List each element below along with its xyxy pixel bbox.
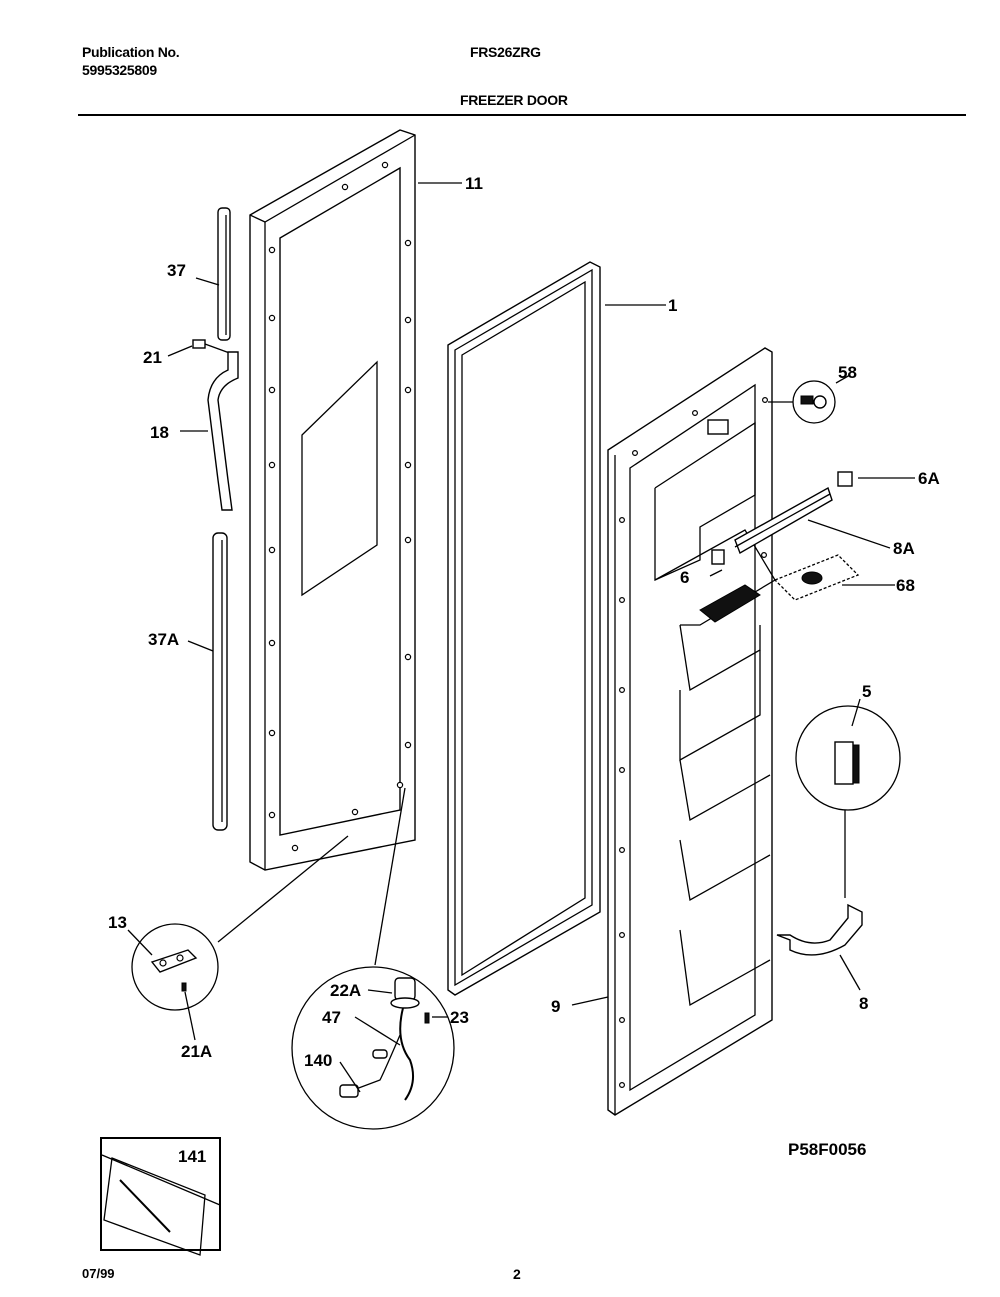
clip-6 (711, 549, 725, 565)
inner-door-liner (607, 347, 776, 1116)
hinge-detail-13 (131, 923, 219, 1011)
wiring-detail (291, 966, 455, 1130)
callout-1: 1 (668, 296, 677, 315)
callout-leaders (127, 182, 915, 1093)
callout-140: 140 (304, 1051, 332, 1070)
leader-wiring-detail (374, 787, 406, 966)
dispenser-part-68 (773, 554, 860, 601)
callout-18: 18 (150, 423, 169, 442)
callout-6: 6 (680, 568, 689, 587)
callout-11: 11 (465, 174, 483, 193)
callout-21: 21 (143, 348, 162, 367)
clip-6a (837, 471, 853, 487)
figure-code: P58F0056 (788, 1140, 867, 1159)
part-141-inset (100, 1137, 221, 1256)
callout-37: 37 (167, 261, 186, 280)
leader-13-detail (217, 835, 349, 943)
callout-8a: 8A (893, 539, 915, 558)
callout-22a: 22A (330, 981, 361, 1000)
header-rule (78, 114, 966, 116)
handle-rail-8a (734, 486, 833, 555)
page-number: 2 (513, 1266, 521, 1282)
bin-bar-8 (776, 903, 863, 956)
footer-date: 07/99 (82, 1266, 115, 1281)
door-screw-holes (268, 161, 412, 852)
callout-13: 13 (108, 913, 127, 932)
model-number: FRS26ZRG (470, 44, 541, 60)
callout-47: 47 (322, 1008, 341, 1027)
door-gasket (447, 261, 601, 996)
callout-6a: 6A (918, 469, 940, 488)
section-title: FREEZER DOOR (460, 92, 568, 108)
callout-68: 68 (896, 576, 915, 595)
callout-58: 58 (838, 363, 857, 382)
liner-screw-holes (618, 397, 768, 1088)
callout-141: 141 (178, 1147, 206, 1166)
callout-37a: 37A (148, 630, 179, 649)
lower-handle-trim (212, 532, 228, 831)
publication-label: Publication No. (82, 44, 180, 60)
callout-8: 8 (859, 994, 868, 1013)
screw-detail-58 (768, 380, 836, 424)
outer-door-panel (249, 129, 416, 871)
callout-21a: 21A (181, 1042, 212, 1061)
callout-23: 23 (450, 1008, 469, 1027)
door-handle (207, 351, 239, 511)
publication-number: 5995325809 (82, 62, 157, 78)
clip-detail-5 (795, 705, 901, 898)
upper-handle-trim (217, 207, 231, 341)
callout-5: 5 (862, 682, 871, 701)
callout-9: 9 (551, 997, 560, 1016)
